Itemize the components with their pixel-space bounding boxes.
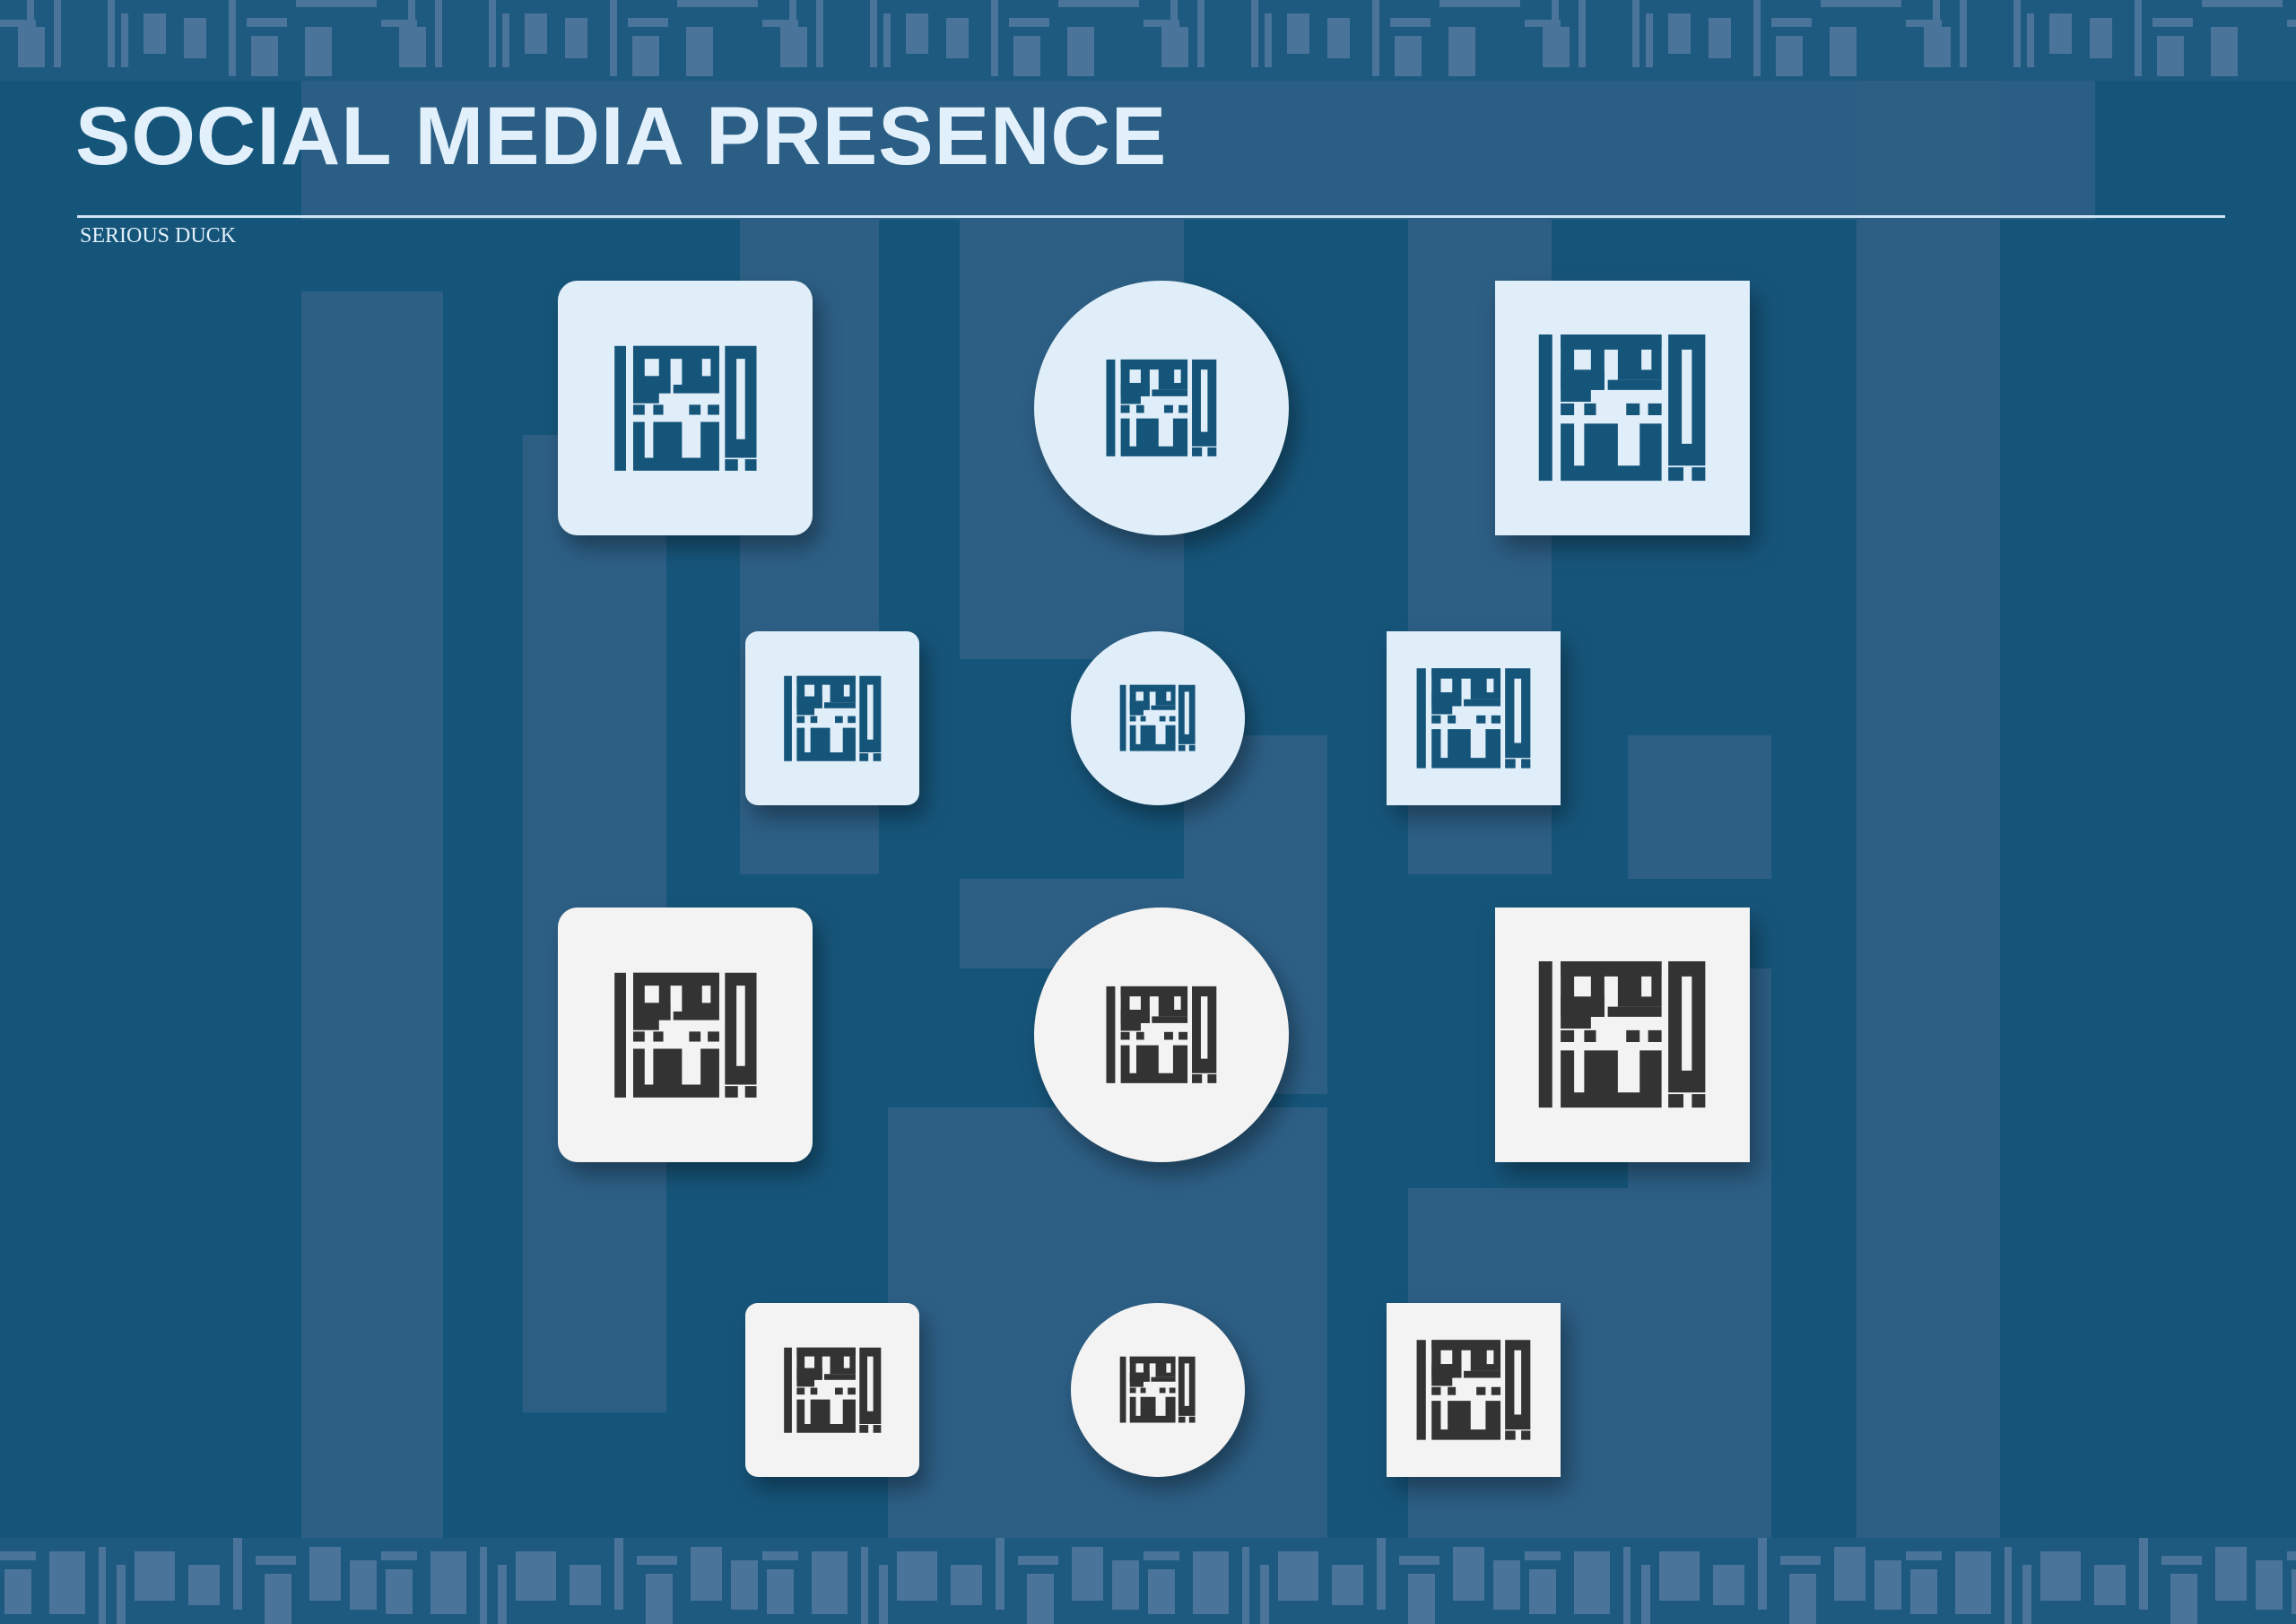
kufic-logo-icon: [1414, 659, 1533, 777]
icon-tile-light-rounded-small: [745, 631, 919, 805]
kufic-logo-icon: [1118, 679, 1196, 757]
icon-tile-gray-rounded-large: [558, 908, 813, 1162]
title-divider: [77, 215, 2225, 218]
icon-tile-gray-circle-large: [1034, 908, 1289, 1162]
top-pattern-band: [0, 0, 2296, 81]
page-title: SOCIAL MEDIA PRESENCE: [75, 91, 1168, 182]
kufic-logo-icon: [1414, 1331, 1533, 1449]
icon-tile-gray-square-small: [1387, 1303, 1561, 1477]
kufic-logo-icon: [1118, 1350, 1196, 1429]
kufic-logo-icon: [612, 961, 760, 1109]
kufic-logo-icon: [1535, 321, 1709, 494]
kufic-logo-icon: [612, 334, 760, 482]
icon-tile-light-circle-small: [1071, 631, 1245, 805]
kufic-logo-icon: [782, 1340, 883, 1441]
icon-tile-light-rounded-large: [558, 281, 813, 535]
bg-shape: [301, 81, 2095, 220]
bg-shape: [301, 291, 443, 1538]
bg-shape: [1857, 81, 2000, 1538]
icon-tile-gray-circle-small: [1071, 1303, 1245, 1477]
icon-tile-light-circle-large: [1034, 281, 1289, 535]
kufic-logo-icon: [1104, 977, 1219, 1092]
icon-tile-gray-square-large: [1495, 908, 1750, 1162]
icon-tile-light-square-large: [1495, 281, 1750, 535]
kufic-logo-icon: [1535, 948, 1709, 1121]
icon-tile-gray-rounded-small: [745, 1303, 919, 1477]
bg-shape: [1628, 735, 1771, 879]
bottom-pattern-band: [0, 1538, 2296, 1624]
page-subtitle: SERIOUS DUCK: [80, 224, 237, 248]
kufic-logo-icon: [782, 668, 883, 769]
icon-tile-light-square-small: [1387, 631, 1561, 805]
kufic-logo-icon: [1104, 351, 1219, 465]
